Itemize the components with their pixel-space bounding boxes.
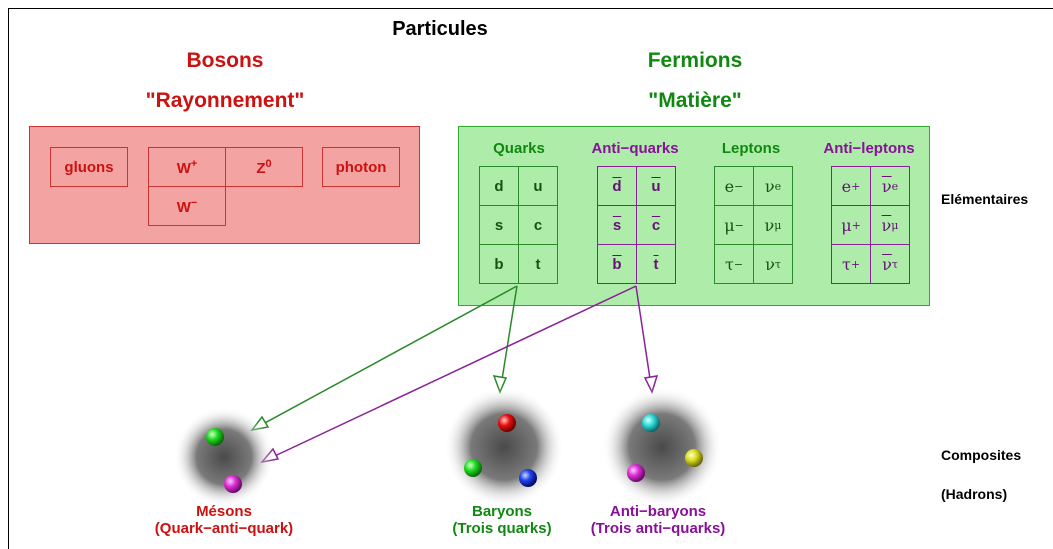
arrow-quarks-to-baryons [499,285,518,393]
antiquarks-title: Anti−quarks [591,140,679,157]
z-zero-label: Z0 [256,157,272,177]
baryon-quark-green [464,459,482,477]
meson-quark-green [206,428,224,446]
hadrons-label: (Hadrons) [941,486,1008,502]
photon-label: photon [335,158,387,176]
baryons-desc: (Trois quarks) [452,520,552,537]
fermions-box: Quarks Anti−quarks Leptons Anti−leptons … [458,126,930,306]
photon-cell: photon [322,147,400,187]
leptons-title: Leptons [721,140,781,157]
mesons-label: Mésons (Quark−anti−quark) [124,503,324,537]
bosons-subheading: "Rayonnement" [145,89,305,112]
fermions-subheading: "Matière" [648,89,742,112]
antileptons-title: Anti−leptons [823,140,915,157]
antibaryon-antiquark-cyan [642,414,660,432]
antiquark-t: t [636,244,676,284]
fermions-heading: Fermions [647,49,743,72]
antibaryon-antiquark-yellow [685,449,703,467]
meson-particle [174,407,274,507]
w-plus-label: W+ [176,157,198,177]
bosons-box: gluons W+ Z0 photon W− [29,126,420,244]
baryon-particle [444,387,564,507]
arrow-quarks-to-mesons [251,285,518,431]
diagram-frame [8,8,1053,549]
antibaryon-antiquark-magenta [627,464,645,482]
antibaryons-desc: (Trois anti−quarks) [590,520,726,537]
baryon-quark-red [498,414,516,432]
quark-t: t [518,244,558,284]
z-zero-cell: Z0 [225,147,303,187]
mesons-desc: (Quark−anti−quark) [154,520,294,537]
elementary-label: Elémentaires [941,191,1029,207]
quarks-title: Quarks [493,140,545,157]
antibaryons-name: Anti−baryons [609,503,707,520]
meson-antiquark-magenta [224,475,242,493]
baryons-label: Baryons (Trois quarks) [422,503,582,537]
baryons-name: Baryons [471,503,533,520]
arrow-antiquarks-to-mesons [261,285,637,463]
bosons-heading: Bosons [186,49,264,72]
gluons-label: gluons [64,158,114,176]
composites-label: Composites [941,447,1022,463]
gluons-cell: gluons [50,147,128,187]
antibaryons-label: Anti−baryons (Trois anti−quarks) [563,503,753,537]
arrow-head-quarks-baryons [492,375,508,395]
baryon-quark-blue [519,469,537,487]
purple-arrows [260,285,659,464]
antibaryon-particle [602,387,722,507]
arrow-head-antiquarks-antibaryons [643,375,659,394]
green-arrows [250,285,518,432]
arrow-antiquarks-to-antibaryons [635,285,653,393]
mesons-name: Mésons [196,503,252,520]
w-minus-cell: W− [148,186,226,226]
page-title: Particules [392,18,488,40]
w-minus-label: W− [176,196,198,216]
